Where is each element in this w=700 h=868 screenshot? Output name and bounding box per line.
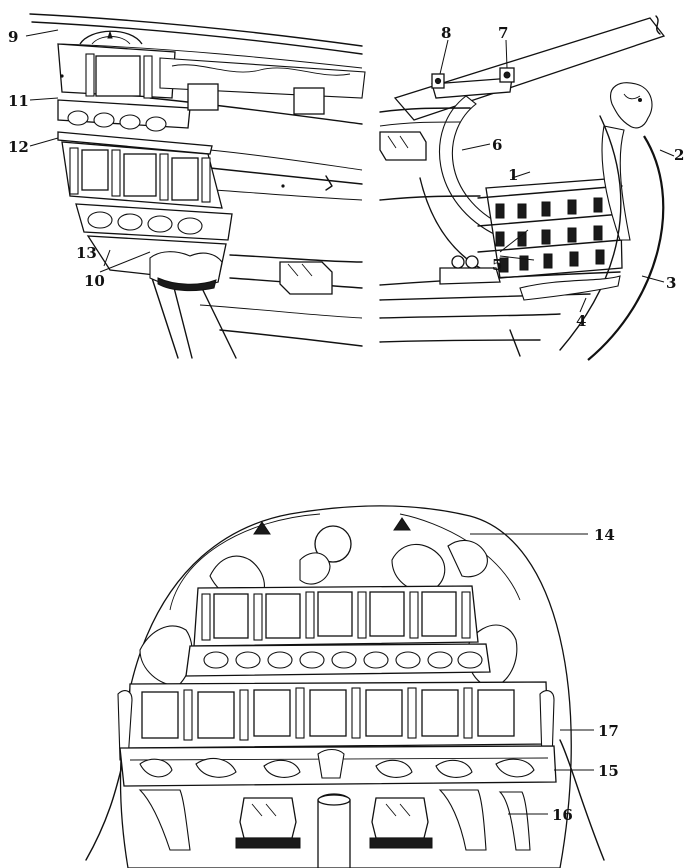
upper-gallery-windows	[213, 591, 457, 639]
bow-grating	[495, 197, 605, 273]
label-1: 1	[508, 166, 518, 184]
bow-view	[379, 15, 675, 361]
side-frieze-upper	[67, 110, 167, 132]
stern-side-view	[25, 13, 366, 359]
label-12: 12	[8, 138, 29, 156]
callout-labels: 1 2 3 4 5 6 7 8 9 10 11 12 13 14 15 16 1…	[8, 24, 684, 824]
label-9: 9	[8, 28, 18, 46]
lower-gallery-pilasters	[183, 687, 473, 741]
label-2: 2	[674, 146, 684, 164]
label-5: 5	[492, 256, 502, 274]
lower-gallery-windows	[141, 689, 515, 739]
upper-gallery-pilasters	[201, 591, 471, 641]
label-14: 14	[594, 526, 615, 544]
label-15: 15	[598, 762, 619, 780]
label-8: 8	[441, 24, 451, 42]
label-3: 3	[666, 274, 676, 292]
lower-frieze	[139, 748, 535, 779]
middle-frieze	[203, 651, 483, 669]
label-4: 4	[576, 312, 586, 330]
label-10: 10	[84, 272, 105, 290]
side-frieze-lower	[87, 211, 203, 235]
label-7: 7	[498, 24, 508, 42]
label-17: 17	[598, 722, 619, 740]
label-13: 13	[76, 244, 97, 262]
label-6: 6	[492, 136, 502, 154]
stern-transom-view	[85, 505, 605, 868]
label-11: 11	[8, 92, 29, 110]
label-16: 16	[552, 806, 573, 824]
